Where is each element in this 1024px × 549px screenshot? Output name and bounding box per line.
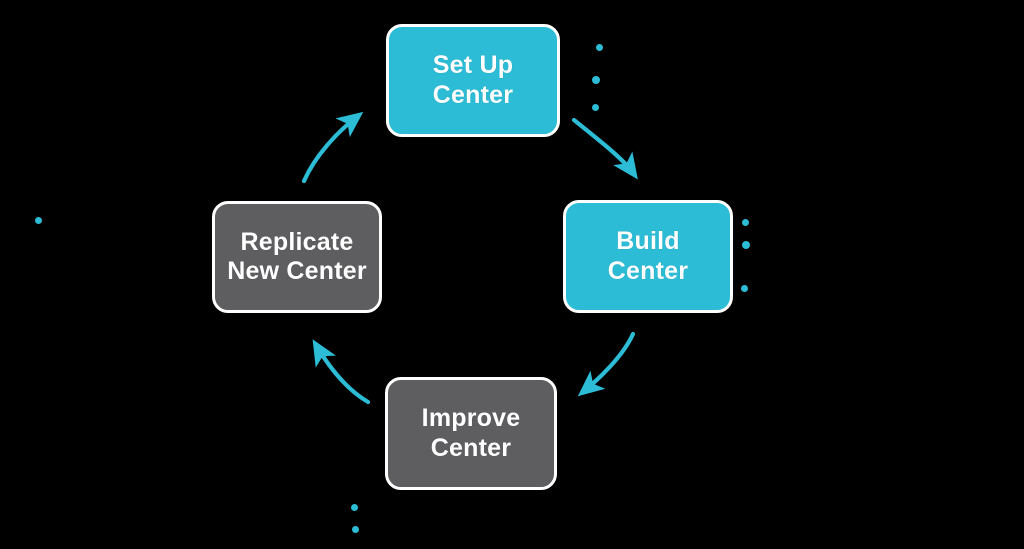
arrow-improve-to-replicate (312, 339, 371, 405)
dot-top-right-1 (596, 44, 603, 51)
arrow-build-to-improve (577, 331, 636, 397)
dot-top-right-2 (592, 76, 600, 84)
dot-top-right-3 (592, 104, 599, 111)
node-set-up-center[interactable]: Set Up Center (386, 24, 560, 137)
arrow-replicate-to-setup (301, 111, 364, 184)
node-improve-center-label: Improve Center (421, 404, 521, 462)
dot-left-1 (35, 217, 42, 224)
arrow-setup-to-build (571, 117, 638, 180)
dot-right-1 (742, 219, 749, 226)
node-replicate-new-center-label: Replicate New Center (227, 227, 367, 286)
dot-bottom-2 (352, 526, 359, 533)
node-improve-center[interactable]: Improve Center (385, 377, 557, 490)
node-set-up-center-label: Set Up Center (432, 51, 514, 109)
dot-right-2 (742, 241, 750, 249)
dot-right-3 (741, 285, 748, 292)
node-build-center-label: Build Center (607, 227, 689, 285)
node-replicate-new-center[interactable]: Replicate New Center (212, 201, 382, 313)
node-build-center[interactable]: Build Center (563, 200, 733, 313)
dot-bottom-1 (351, 504, 358, 511)
